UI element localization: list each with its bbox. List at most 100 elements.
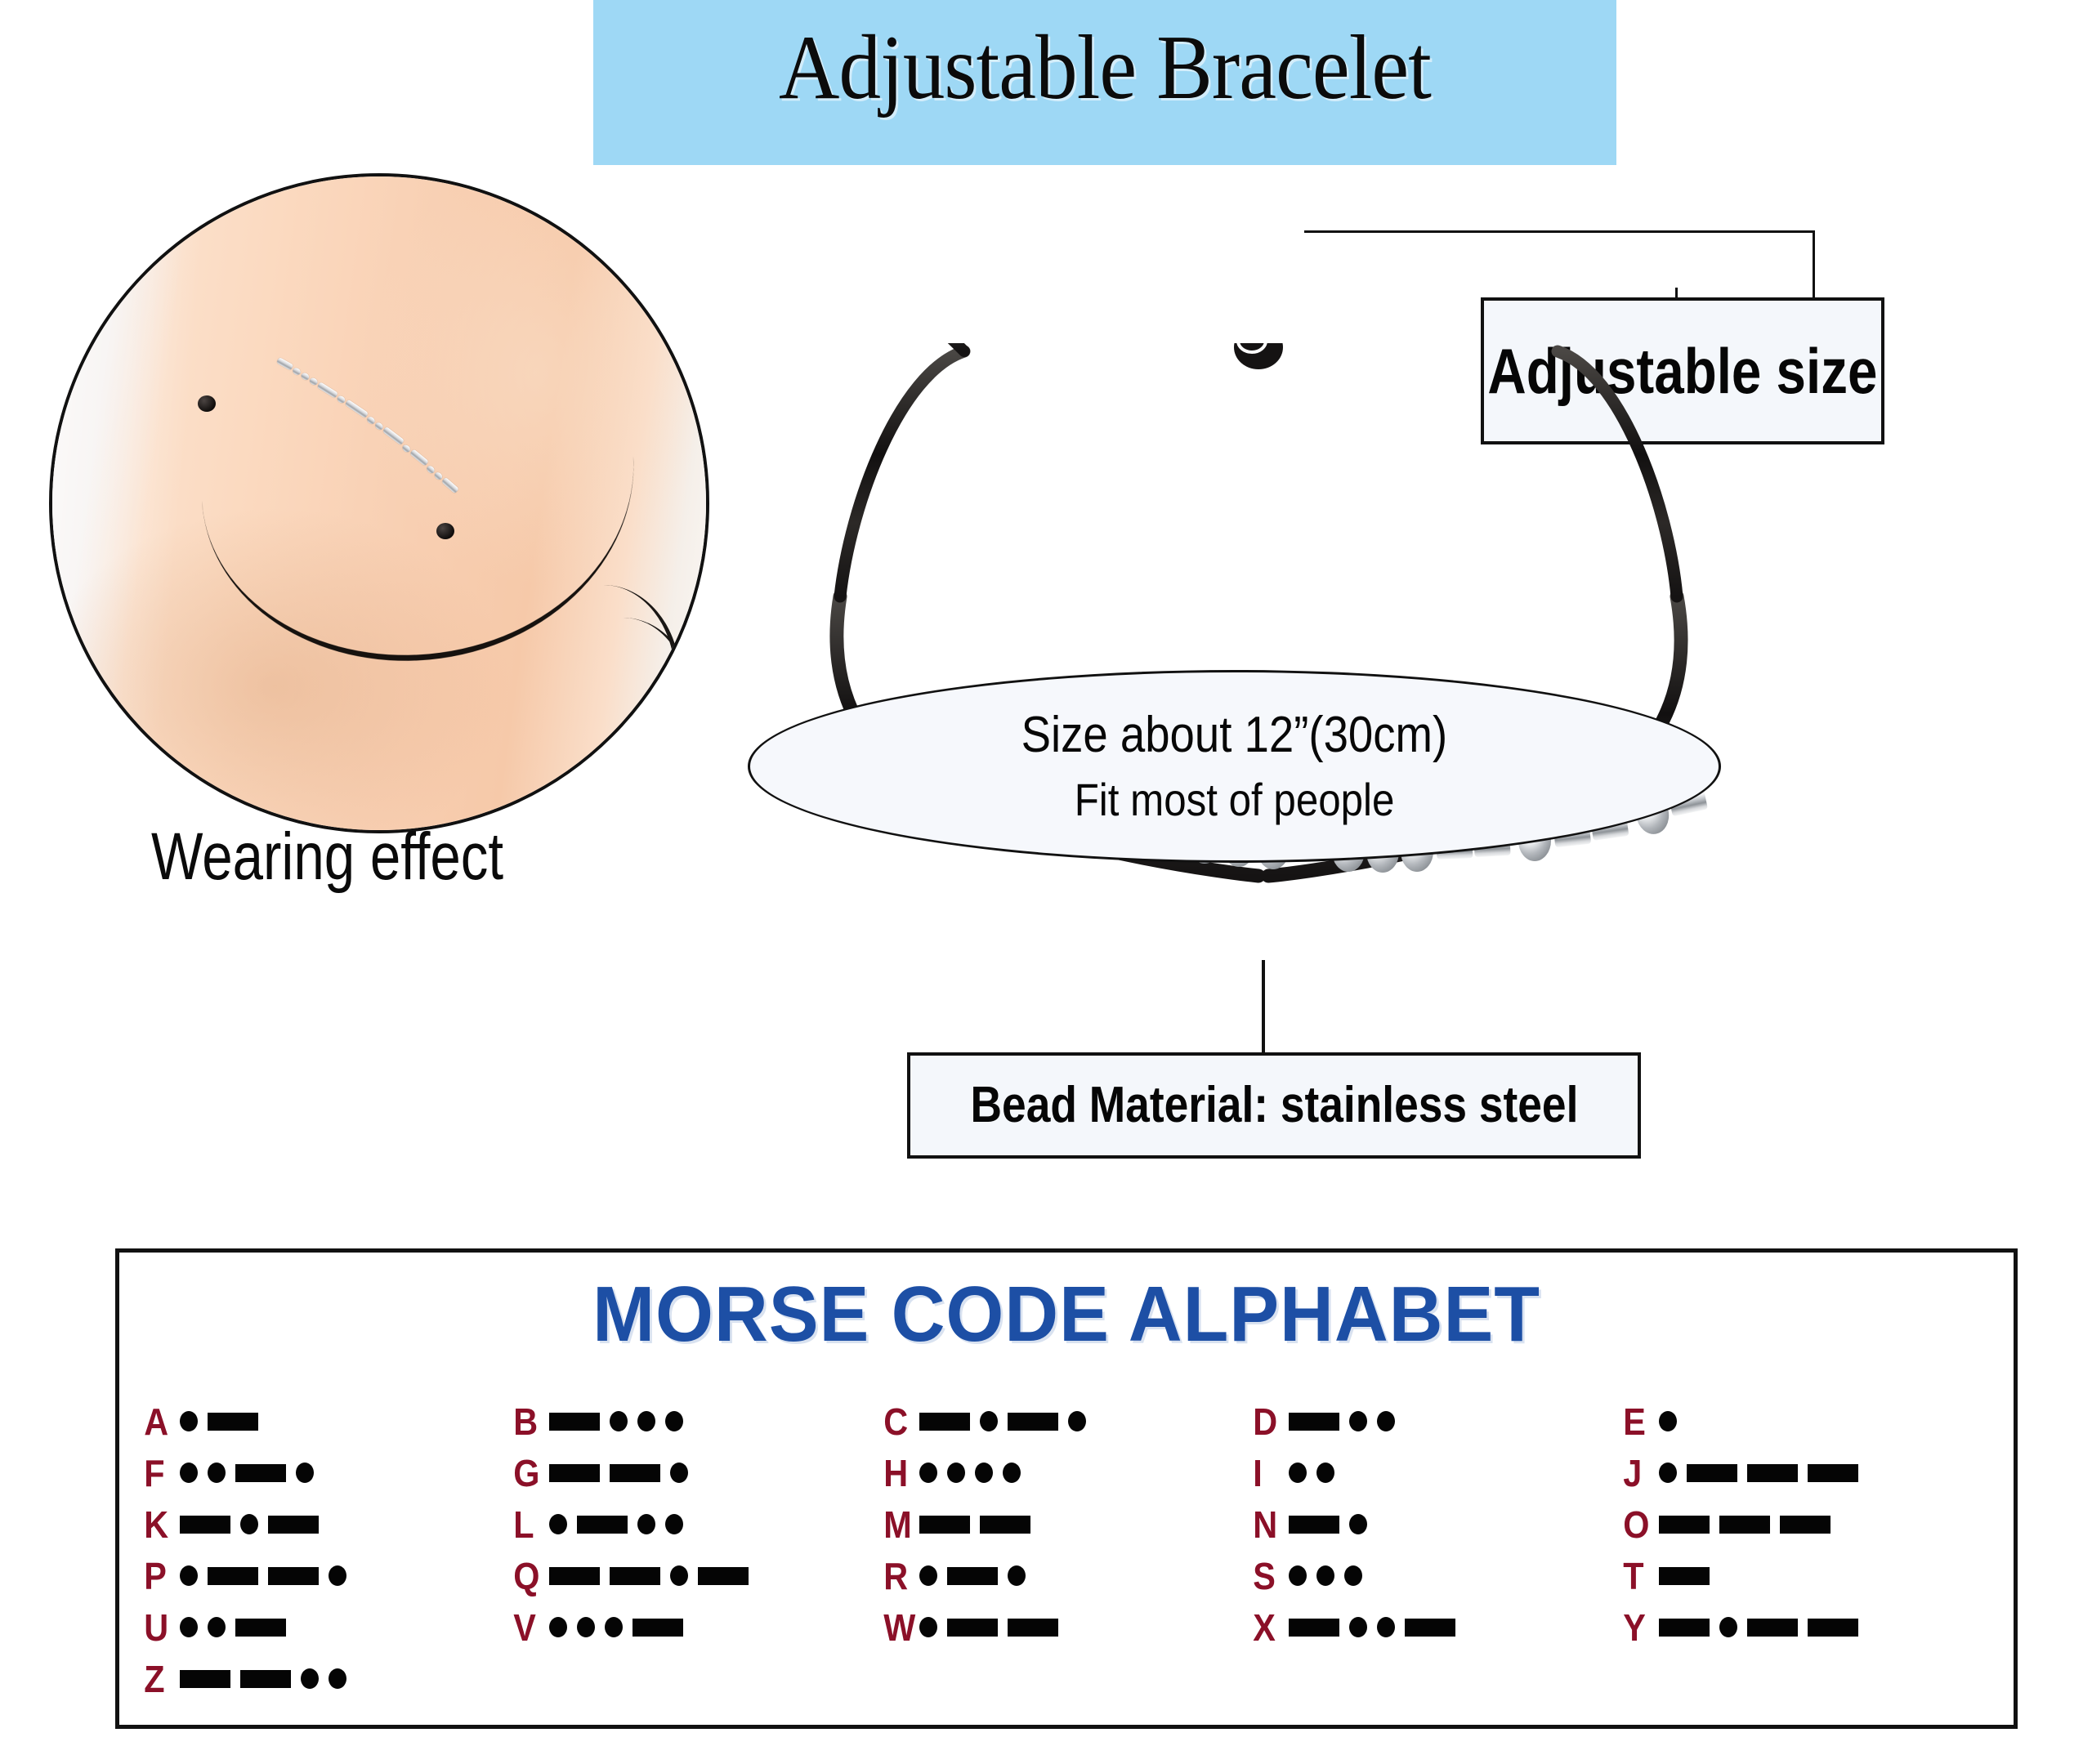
morse-dot [1349, 1411, 1368, 1431]
morse-entry: K [142, 1498, 512, 1550]
morse-entry: P [142, 1550, 512, 1601]
morse-dash [180, 1515, 230, 1534]
size-primary-text: Size about 12”(30cm) [1021, 707, 1448, 764]
morse-code-symbols [180, 1411, 258, 1431]
morse-entry: I [1251, 1447, 1620, 1498]
morse-dash [698, 1566, 749, 1585]
morse-dash [1779, 1515, 1830, 1534]
morse-letter: T [1622, 1554, 1644, 1597]
morse-letter: S [1253, 1554, 1276, 1597]
morse-dot [919, 1565, 937, 1586]
morse-entry: D [1251, 1396, 1620, 1447]
morse-dash [1289, 1618, 1340, 1637]
morse-entry: W [882, 1601, 1251, 1653]
morse-dash [946, 1618, 998, 1637]
morse-code-symbols [1289, 1514, 1368, 1534]
morse-letter: G [513, 1451, 540, 1494]
bracelet-illustration [829, 343, 1708, 883]
morse-dot [610, 1411, 628, 1431]
morse-letter: F [144, 1451, 165, 1494]
morse-dash [946, 1566, 998, 1585]
morse-dash [633, 1618, 684, 1637]
morse-dash [919, 1515, 970, 1534]
morse-entry: Q [512, 1550, 881, 1601]
morse-letter: O [1622, 1503, 1650, 1546]
morse-dash [235, 1618, 286, 1637]
title-banner [593, 0, 1616, 165]
morse-code-symbols [1658, 1617, 1858, 1637]
morse-dot [240, 1514, 258, 1534]
morse-dash [268, 1515, 319, 1534]
photo-cord-knot-left [198, 395, 216, 412]
morse-dash [1686, 1463, 1737, 1482]
morse-dot [180, 1463, 198, 1483]
morse-letter: Z [144, 1657, 165, 1700]
morse-letter: M [883, 1503, 912, 1546]
morse-entry: U [142, 1601, 512, 1653]
morse-dot [605, 1617, 624, 1637]
morse-dash [1658, 1566, 1710, 1585]
morse-entry: E [1621, 1396, 1991, 1447]
morse-letter: W [883, 1605, 916, 1649]
morse-code-symbols [1289, 1565, 1363, 1586]
morse-code-symbols [1658, 1463, 1858, 1483]
morse-code-symbols [1658, 1566, 1710, 1585]
morse-dot [1344, 1565, 1363, 1586]
morse-entry: V [512, 1601, 881, 1653]
morse-code-symbols [549, 1514, 684, 1534]
size-callout-oval: Size about 12”(30cm) Fit most of people [748, 670, 1721, 863]
morse-code-symbols [919, 1515, 1030, 1534]
morse-dot [637, 1411, 656, 1431]
morse-entry: C [882, 1396, 1251, 1447]
photo-cord-knot-right [436, 523, 454, 539]
morse-dash [1807, 1618, 1858, 1637]
morse-dot [665, 1514, 684, 1534]
morse-dot [301, 1668, 319, 1689]
morse-letter: A [144, 1400, 169, 1443]
morse-dot [1316, 1565, 1335, 1586]
morse-entry: F [142, 1447, 512, 1498]
morse-letter: B [513, 1400, 539, 1443]
morse-code-symbols [549, 1617, 684, 1637]
morse-dot [1658, 1411, 1677, 1431]
morse-entry: A [142, 1396, 512, 1447]
morse-letter: U [144, 1605, 169, 1649]
morse-entry: O [1621, 1498, 1991, 1550]
morse-dot [1289, 1565, 1308, 1586]
morse-letter: V [513, 1605, 537, 1649]
bead-material-label: Bead Material: stainless steel [970, 1077, 1578, 1133]
morse-code-symbols [180, 1514, 319, 1534]
morse-letter: Q [513, 1554, 540, 1597]
morse-letter: X [1253, 1605, 1276, 1649]
morse-code-symbols [919, 1411, 1086, 1431]
morse-dot [1658, 1463, 1677, 1483]
morse-code-symbols [549, 1565, 749, 1586]
morse-dash [549, 1412, 601, 1431]
morse-entry: T [1621, 1550, 1991, 1601]
morse-dash [1746, 1618, 1798, 1637]
morse-dash [1658, 1515, 1710, 1534]
morse-dot [974, 1463, 993, 1483]
morse-panel-title: MORSE CODE ALPHABET [592, 1271, 1540, 1358]
morse-dot [329, 1565, 346, 1586]
morse-dot [979, 1411, 998, 1431]
morse-letter: L [513, 1503, 534, 1546]
wearing-effect-photo [49, 173, 709, 833]
morse-letter: P [144, 1554, 167, 1597]
morse-code-symbols [549, 1411, 684, 1431]
morse-dot [549, 1617, 568, 1637]
morse-dot [1719, 1617, 1737, 1637]
morse-dot [208, 1463, 226, 1483]
morse-code-symbols [919, 1565, 1026, 1586]
morse-dot [329, 1668, 346, 1689]
morse-dot [1349, 1514, 1368, 1534]
wearing-effect-caption: Wearing effect [151, 819, 504, 894]
adjustable-size-leader-line [1304, 230, 1815, 303]
morse-code-symbols [1289, 1463, 1335, 1483]
morse-code-symbols [180, 1565, 346, 1586]
morse-entry: B [512, 1396, 881, 1447]
morse-dot [577, 1617, 596, 1637]
morse-dash [549, 1566, 601, 1585]
morse-dash [979, 1515, 1030, 1534]
